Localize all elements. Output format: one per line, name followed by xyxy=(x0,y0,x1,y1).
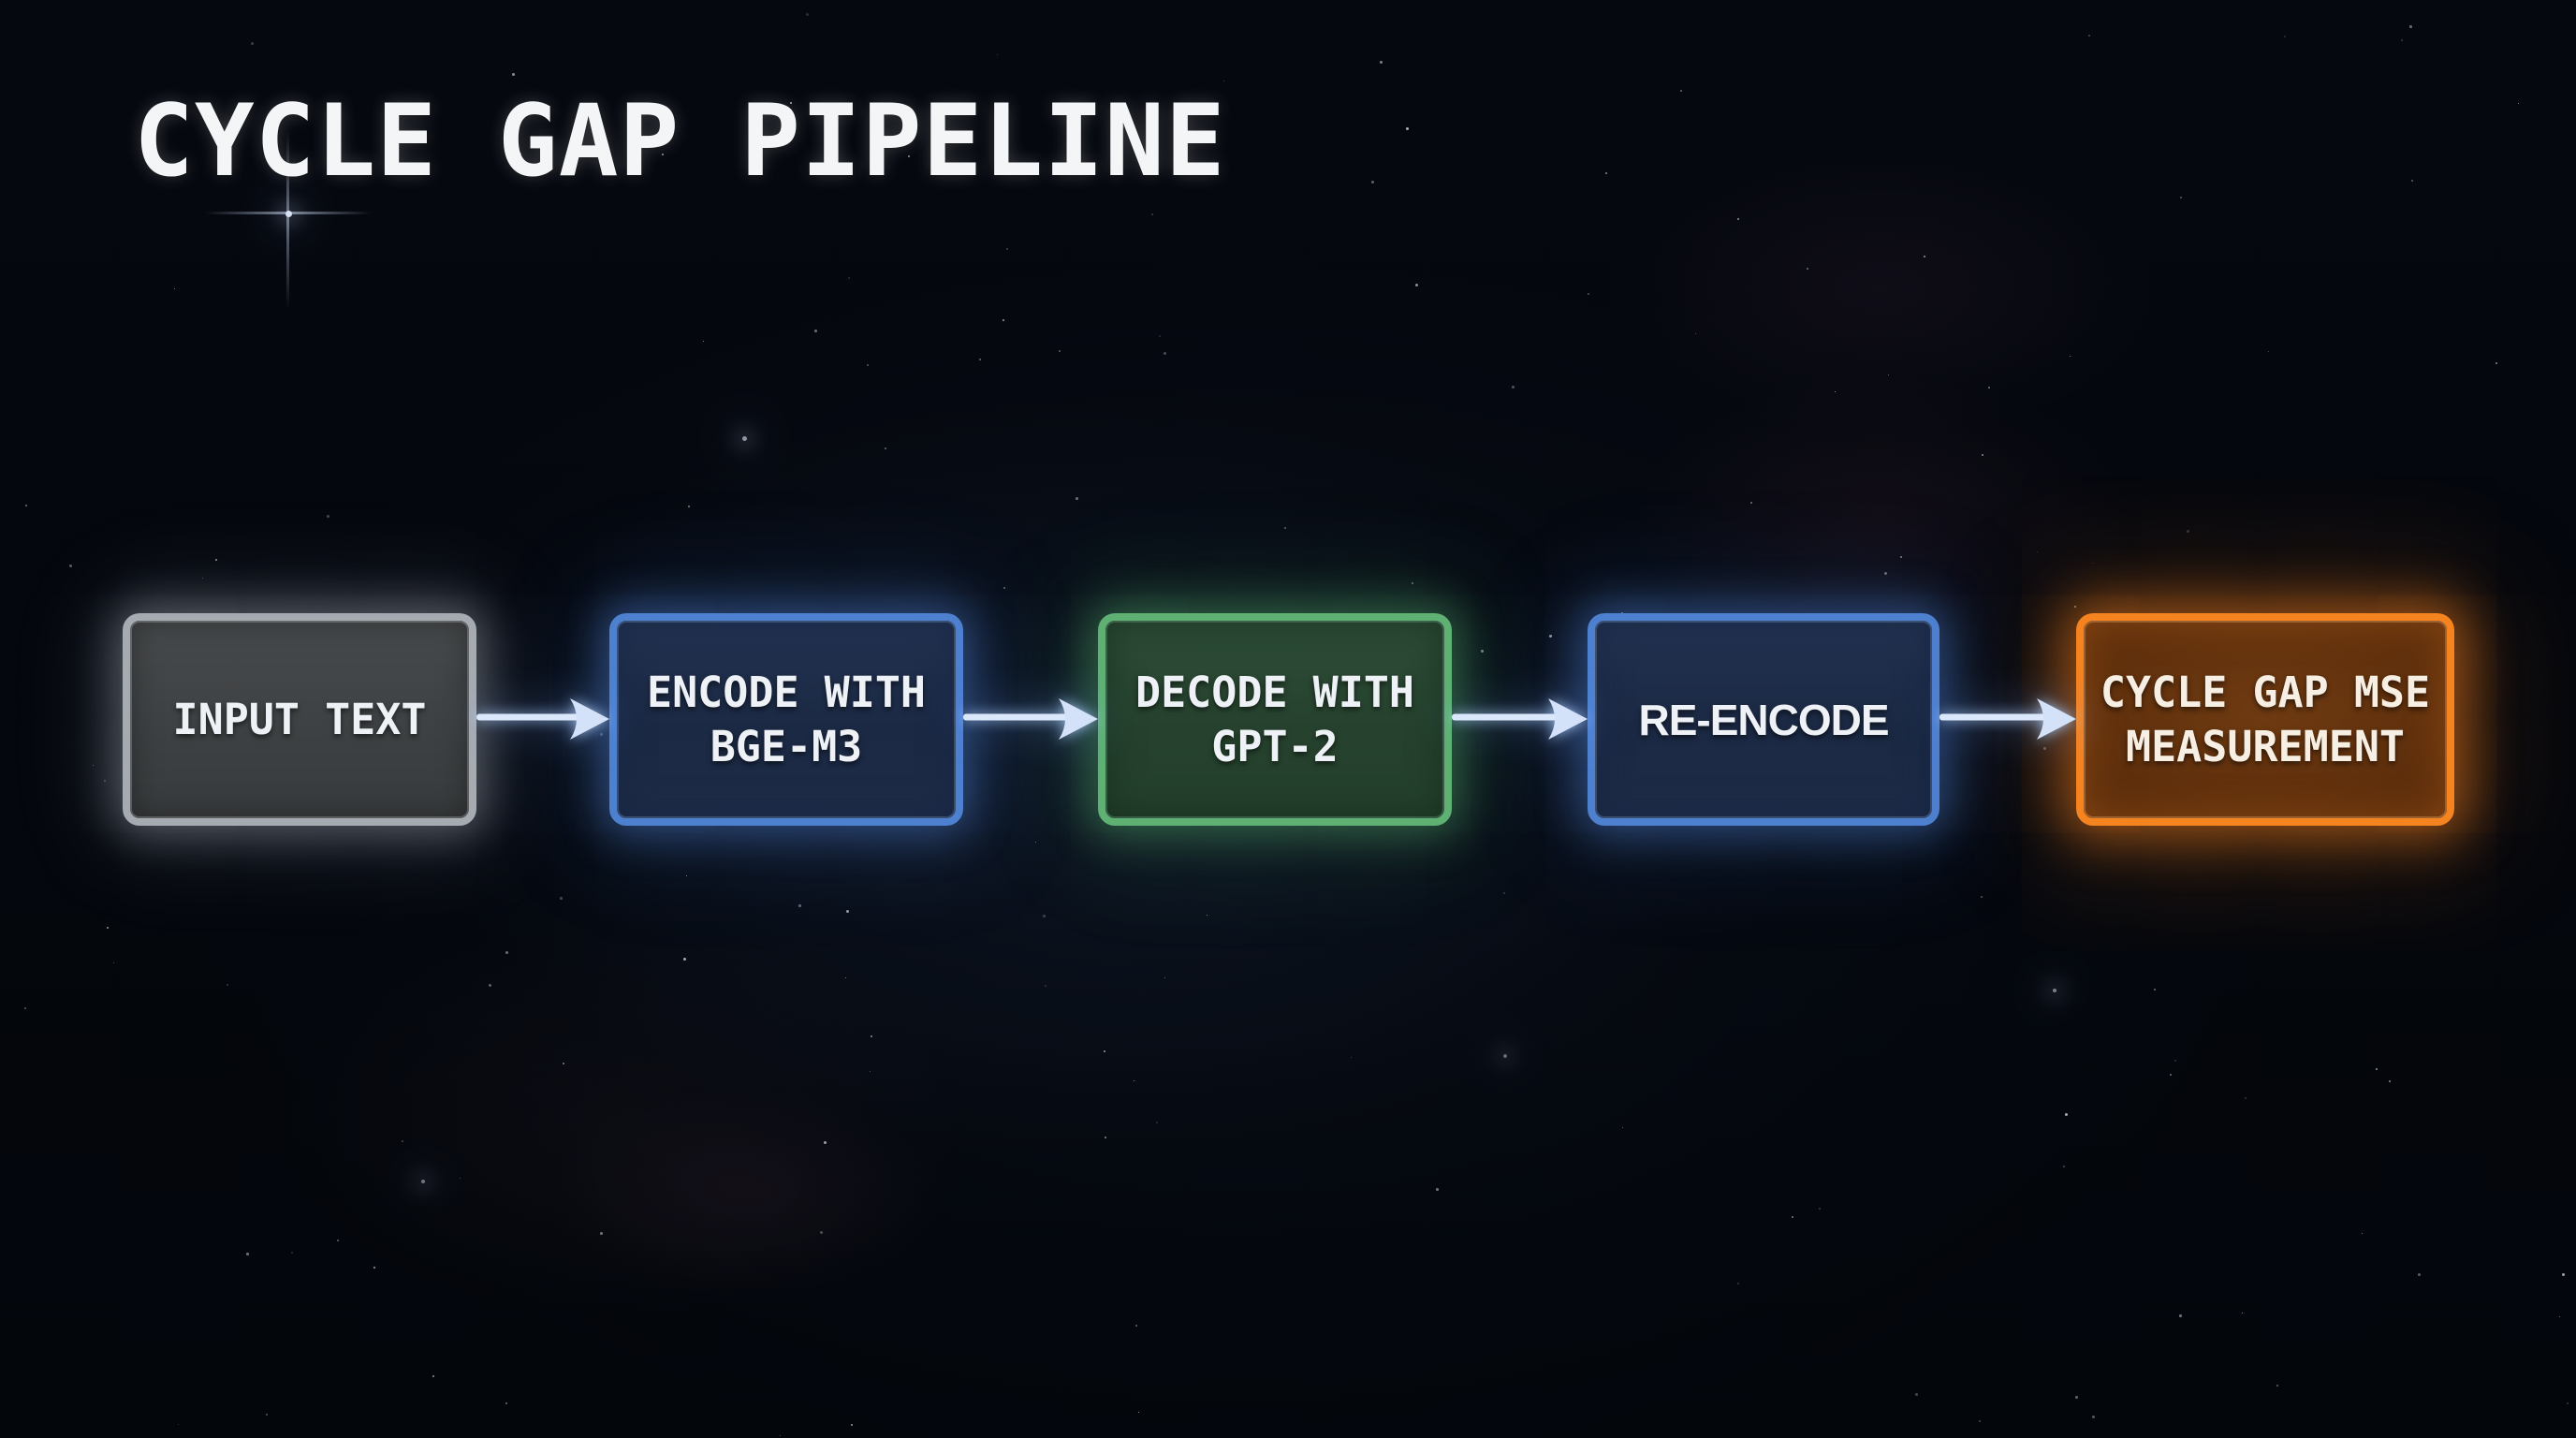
flow-arrow xyxy=(476,698,609,740)
node-encode-bge-m3: ENCODE WITH BGE-M3 xyxy=(609,613,963,826)
node-label: DECODE WITH xyxy=(1134,667,1414,717)
flow-arrow xyxy=(1939,698,2076,740)
node-decode-gpt2: DECODE WITH GPT-2 xyxy=(1098,613,1452,826)
node-label: MEASUREMENT xyxy=(2125,721,2405,771)
node-input-text: INPUT TEXT xyxy=(123,613,476,826)
node-label: INPUT TEXT xyxy=(172,694,427,744)
node-label: ENCODE WITH xyxy=(646,667,926,717)
node-label: BGE-M3 xyxy=(710,721,863,771)
node-re-encode: RE-ENCODE xyxy=(1588,613,1939,826)
flow-arrow xyxy=(963,698,1098,740)
node-label: GPT-2 xyxy=(1211,721,1339,771)
page-title: CYCLE GAP PIPELINE xyxy=(134,83,1226,198)
node-label: CYCLE GAP MSE xyxy=(2100,667,2431,717)
node-cycle-gap-mse: CYCLE GAP MSE MEASUREMENT xyxy=(2076,613,2454,826)
node-label: RE-ENCODE xyxy=(1638,695,1889,744)
flow-arrow xyxy=(1452,698,1588,740)
